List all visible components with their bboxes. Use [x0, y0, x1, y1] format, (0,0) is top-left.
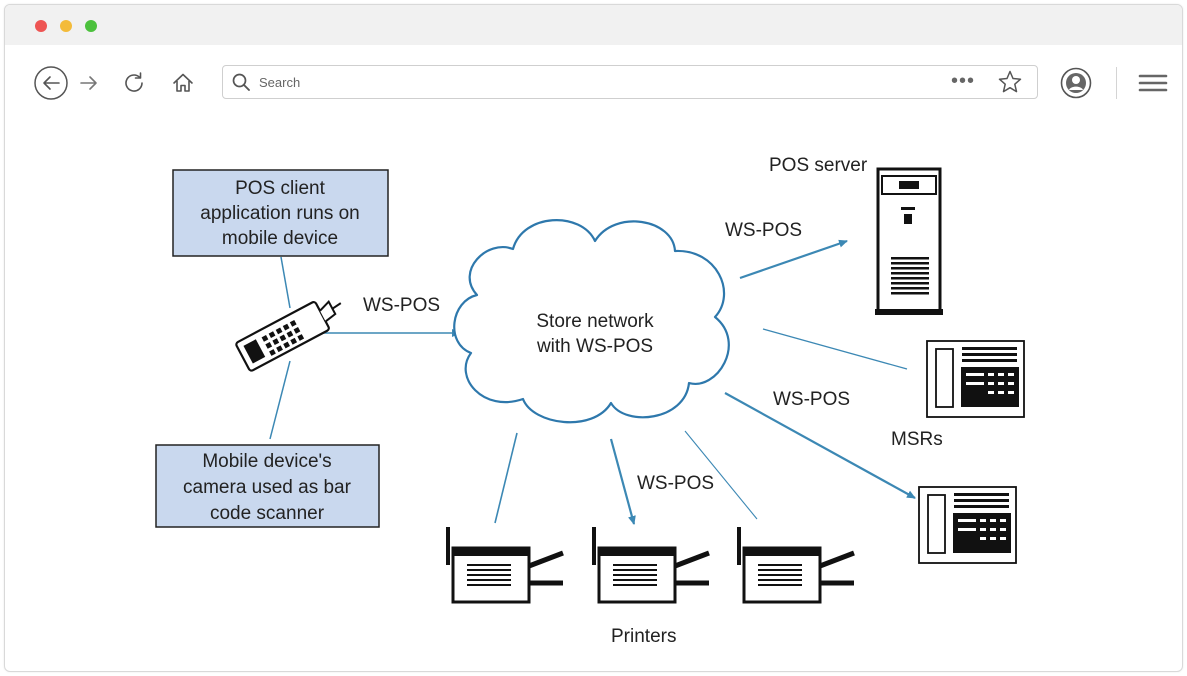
browser-window: ••• [4, 4, 1183, 672]
toolbar-divider [1116, 67, 1117, 99]
msr-device-icon-2 [918, 486, 1017, 564]
pos-client-box-line-3: mobile device [222, 228, 338, 249]
close-window-button[interactable] [35, 20, 47, 32]
camera-box-line-2: camera used as bar [183, 477, 352, 498]
hamburger-menu-icon [1138, 74, 1168, 92]
pos-client-box: POS client application runs on mobile de… [172, 169, 389, 257]
pos-client-box-line-2: application runs on [200, 203, 360, 224]
msrs-label: MSRs [891, 429, 943, 450]
account-button[interactable] [1060, 67, 1092, 99]
camera-box-line-3: code scanner [210, 503, 325, 524]
store-network-cloud: Store network with WS-POS [453, 219, 730, 424]
edge-cloud-to-printer-left [494, 432, 518, 524]
pos-client-box-line-1: POS client [235, 178, 325, 199]
edge-cloud-to-printer-middle [609, 438, 636, 525]
edge-label-mobile: WS-POS [363, 295, 440, 316]
edge-label-msr: WS-POS [773, 389, 850, 410]
bookmark-star-icon[interactable] [997, 69, 1023, 100]
mobile-device-icon [235, 299, 342, 372]
search-icon [232, 73, 250, 91]
pos-server-label: POS server [769, 155, 868, 176]
line-mobile-to-camera-box [269, 360, 291, 440]
printer-icon-2 [592, 527, 710, 604]
search-input[interactable] [259, 71, 939, 93]
page-actions-menu-icon[interactable]: ••• [950, 70, 975, 92]
line-client-box-to-mobile [280, 256, 291, 309]
printer-icon-1 [446, 527, 564, 604]
address-bar[interactable]: ••• [222, 65, 1038, 99]
forward-arrow-icon [80, 76, 97, 90]
main-menu-button[interactable] [1138, 71, 1168, 95]
minimize-window-button[interactable] [60, 20, 72, 32]
camera-scanner-box: Mobile device's camera used as bar code … [155, 444, 380, 528]
title-bar [5, 5, 1182, 45]
page-content: Store network with WS-POS POS client app… [5, 121, 1182, 671]
cloud-label-line-2: with WS-POS [536, 336, 653, 357]
edge-label-printers: WS-POS [637, 473, 714, 494]
edge-label-server: WS-POS [725, 220, 802, 241]
account-avatar-icon [1060, 67, 1092, 99]
reload-button[interactable] [121, 70, 147, 96]
edge-cloud-to-msr-lower [724, 392, 916, 499]
browser-toolbar: ••• [5, 45, 1182, 121]
pos-server-icon [875, 167, 943, 315]
printers-label: Printers [611, 626, 676, 647]
ws-pos-network-diagram: Store network with WS-POS POS client app… [155, 155, 1025, 647]
edge-cloud-to-msr-upper [762, 328, 908, 370]
edge-cloud-to-printer-right [684, 430, 758, 520]
home-button[interactable] [170, 70, 196, 96]
cloud-label-line-1: Store network [536, 311, 654, 332]
printer-icon-3 [737, 527, 855, 604]
camera-box-line-1: Mobile device's [202, 451, 331, 472]
back-arrow-icon [34, 66, 68, 100]
home-icon [173, 73, 193, 92]
edge-cloud-to-pos-server [739, 239, 848, 280]
maximize-window-button[interactable] [85, 20, 97, 32]
forward-button[interactable] [77, 71, 101, 95]
reload-icon [125, 72, 143, 92]
msr-device-icon-1 [926, 340, 1025, 418]
back-button[interactable] [33, 65, 69, 101]
